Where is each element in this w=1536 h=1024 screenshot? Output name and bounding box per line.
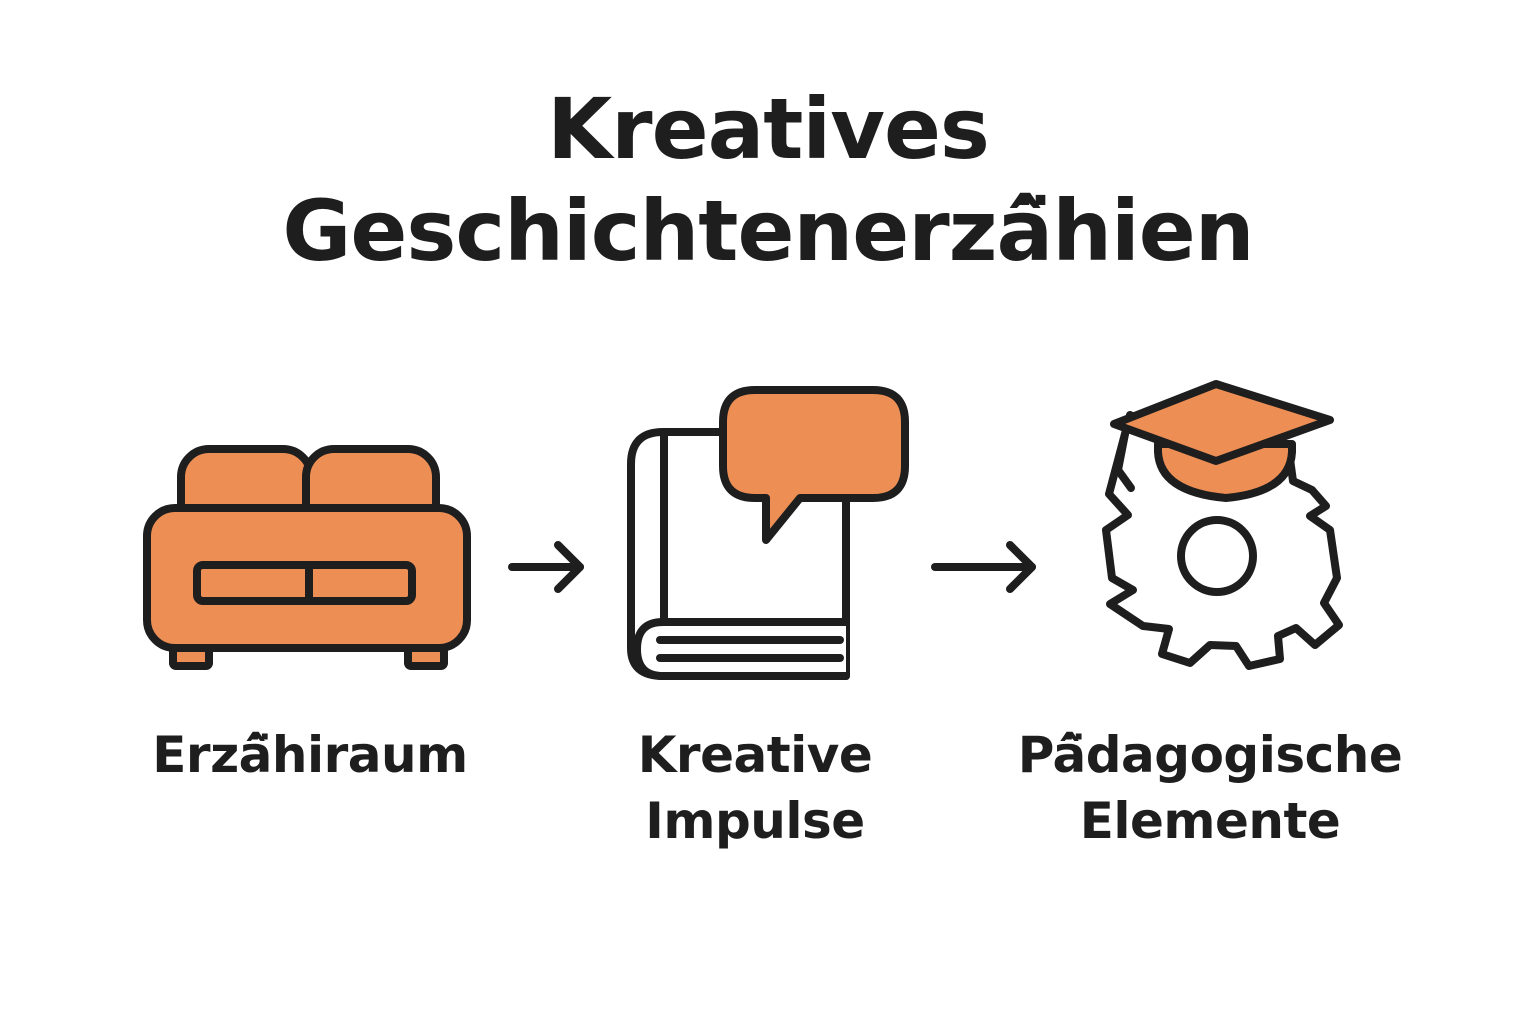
title-line-2: Geschichtenerzâ̈hien [282, 182, 1254, 280]
title-line-1: Kreatives [547, 80, 990, 178]
book-with-speech-bubble-icon [627, 386, 909, 680]
step-label-line: Kreative [637, 726, 873, 784]
diagram-title: Kreatives Geschichtenerzâ̈hien [0, 78, 1536, 282]
step-label-erzaehlraum: Erzâ̈hiraum [110, 722, 510, 788]
step-label-line: Erzâ̈hiraum [152, 726, 468, 784]
arrow-right-icon [931, 541, 1036, 593]
step-label-line: Pâ̈dagogische [1017, 726, 1403, 784]
step-label-kreative-impulse: Kreative Impulse [555, 722, 955, 854]
graduation-cap-gear-icon [1102, 380, 1343, 670]
arrow-right-icon [508, 541, 584, 593]
step-label-line: Elemente [1079, 792, 1341, 850]
step-label-line: Impulse [645, 792, 865, 850]
sofa-icon [143, 445, 471, 670]
step-label-paedagogische-elemente: Pâ̈dagogische Elemente [970, 722, 1450, 854]
